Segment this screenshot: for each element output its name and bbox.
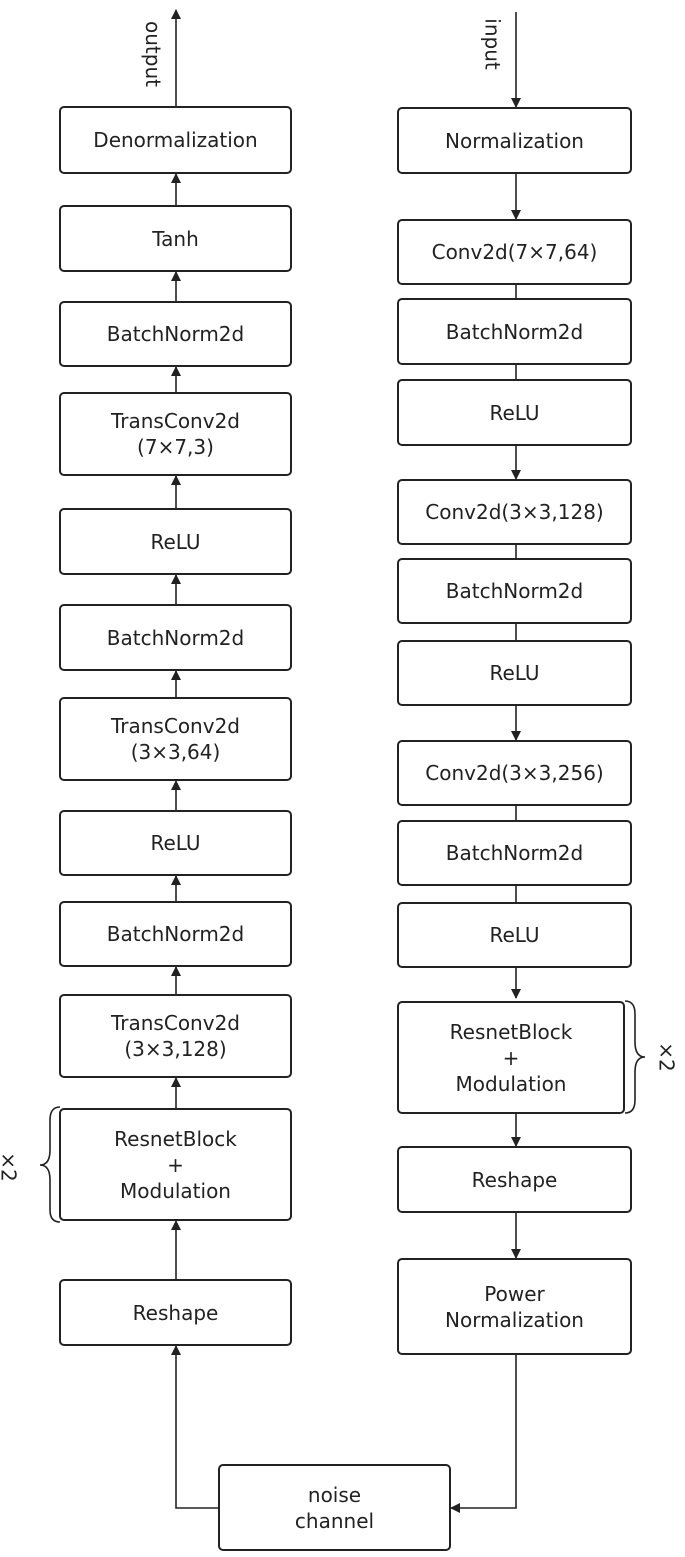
left-repeat-label: ×2 — [0, 1152, 21, 1182]
transconv-block-2: TransConv2d (3×3,64) — [59, 697, 292, 781]
decoder-batchnorm-2-label: BatchNorm2d — [106, 625, 245, 650]
tanh-block: Tanh — [59, 205, 292, 272]
encoder-relu-1: ReLU — [397, 379, 632, 446]
decoder-batchnorm-1-label: BatchNorm2d — [106, 322, 245, 346]
noise-channel-block: noise channel — [218, 1464, 451, 1551]
decoder-relu-2: ReLU — [59, 810, 292, 876]
decoder-batchnorm-3-label: BatchNorm2d — [106, 922, 245, 946]
transconv-block-1: TransConv2d (7×7,3) — [59, 392, 292, 476]
conv-block-3: Conv2d(3×3,256) — [397, 740, 632, 806]
encoder-relu-3-label: ReLU — [489, 923, 540, 947]
encoder-resnet-modulation-block: ResnetBlock + Modulation — [397, 1001, 625, 1114]
transconv-1-name: TransConv2d — [111, 409, 240, 433]
transconv-1-params: (7×7,3) — [137, 435, 214, 459]
transconv-2-params: (3×3,64) — [130, 740, 221, 764]
right-repeat-brace — [624, 1000, 646, 1114]
encoder-batchnorm-3-label: BatchNorm2d — [445, 841, 584, 865]
encoder-relu-1-label: ReLU — [489, 400, 540, 425]
normalization-block: Normalization — [397, 107, 632, 174]
encoder-batchnorm-2: BatchNorm2d — [397, 558, 632, 624]
encoder-reshape-block: Reshape — [397, 1146, 632, 1213]
noise-label: noise — [307, 1482, 362, 1507]
power-normalization-label: Normalization — [445, 1307, 584, 1332]
encoder-relu-2-label: ReLU — [489, 661, 540, 685]
decoder-reshape-label: Reshape — [132, 1300, 219, 1325]
decoder-relu-1-label: ReLU — [150, 529, 201, 554]
power-normalization-block: Power Normalization — [397, 1258, 632, 1355]
encoder-resnet-label: ResnetBlock — [449, 1019, 573, 1044]
encoder-modulation-label: Modulation — [455, 1071, 567, 1096]
encoder-batchnorm-1-label: BatchNorm2d — [445, 319, 584, 344]
denormalization-block: Denormalization — [59, 106, 292, 174]
encoder-relu-2: ReLU — [397, 640, 632, 706]
encoder-batchnorm-2-label: BatchNorm2d — [445, 579, 584, 603]
encoder-reshape-label: Reshape — [471, 1167, 558, 1192]
encoder-batchnorm-1: BatchNorm2d — [397, 298, 632, 365]
decoder-reshape-block: Reshape — [59, 1279, 292, 1346]
arrow-power-channel — [450, 1355, 517, 1513]
input-label: input — [480, 18, 505, 70]
decoder-resnet-modulation-block: ResnetBlock + Modulation — [59, 1108, 292, 1221]
arrow-channel-reshape — [171, 1345, 218, 1509]
decoder-modulation-label: Modulation — [120, 1178, 231, 1203]
normalization-label: Normalization — [445, 128, 584, 153]
conv-block-1: Conv2d(7×7,64) — [397, 219, 632, 285]
encoder-batchnorm-3: BatchNorm2d — [397, 820, 632, 886]
decoder-batchnorm-1: BatchNorm2d — [59, 301, 292, 367]
denormalization-label: Denormalization — [93, 128, 258, 152]
decoder-batchnorm-2: BatchNorm2d — [59, 604, 292, 671]
transconv-2-name: TransConv2d — [111, 714, 240, 738]
left-repeat-brace — [39, 1106, 61, 1223]
conv-block-2: Conv2d(3×3,128) — [397, 479, 632, 545]
power-label: Power — [484, 1281, 545, 1306]
channel-label: channel — [294, 1508, 375, 1533]
encoder-plus-label: + — [502, 1045, 520, 1070]
conv-3-label: Conv2d(3×3,256) — [425, 761, 604, 785]
conv-2-label: Conv2d(3×3,128) — [425, 500, 604, 524]
output-label: output — [140, 21, 165, 87]
encoder-relu-3: ReLU — [397, 902, 632, 968]
right-repeat-label: ×2 — [654, 1042, 679, 1072]
decoder-relu-2-label: ReLU — [150, 831, 201, 855]
tanh-label: Tanh — [152, 226, 199, 251]
transconv-3-params: (3×3,128) — [124, 1037, 227, 1061]
decoder-relu-1: ReLU — [59, 508, 292, 575]
transconv-block-3: TransConv2d (3×3,128) — [59, 994, 292, 1078]
decoder-resnet-label: ResnetBlock — [114, 1126, 237, 1151]
conv-1-label: Conv2d(7×7,64) — [431, 240, 598, 264]
decoder-batchnorm-3: BatchNorm2d — [59, 901, 292, 967]
transconv-3-name: TransConv2d — [111, 1011, 240, 1035]
decoder-plus-label: + — [167, 1152, 184, 1177]
